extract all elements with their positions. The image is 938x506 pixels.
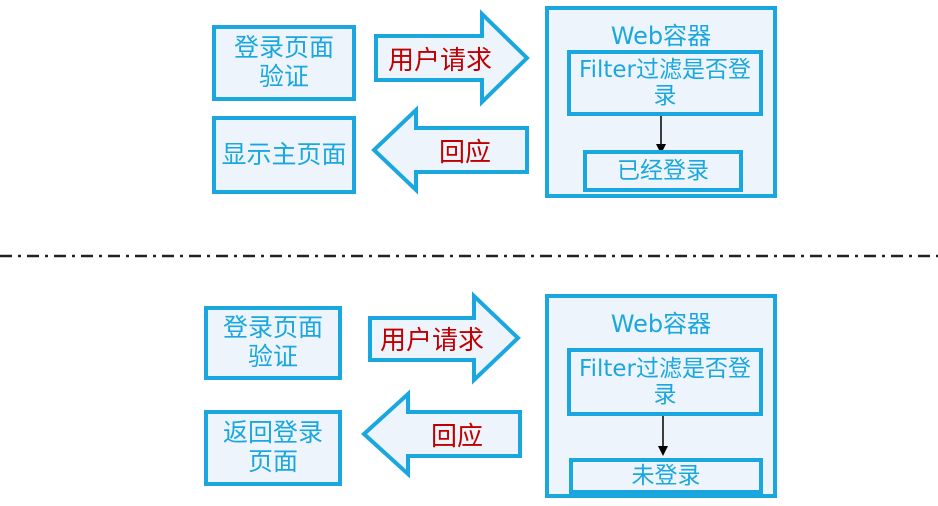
return-login-page-label: 返回登录 页面	[222, 418, 323, 476]
web-container-title: Web容器	[610, 310, 712, 338]
login-validation-box: 登录页面 验证	[204, 306, 342, 380]
response-arrow-shape	[361, 389, 522, 479]
login-validation-box: 登录页面 验证	[212, 25, 356, 101]
not-logged-in-box: 未登录	[569, 458, 763, 494]
not-logged-in-label: 未登录	[631, 462, 701, 489]
web-container: Web容器 Filter过滤是否登录 未登录	[545, 294, 777, 498]
filter-box-label: Filter过滤是否登录	[579, 355, 751, 408]
filter-box: Filter过滤是否登录	[567, 348, 763, 416]
filter-down-arrow	[656, 116, 666, 154]
response-arrow-label: 回应	[430, 421, 483, 452]
request-arrow-label: 用户请求	[387, 45, 492, 76]
request-arrow	[374, 9, 530, 107]
login-validation-label: 登录页面 验证	[222, 313, 323, 371]
logged-in-box: 已经登录	[583, 150, 743, 192]
web-container-title: Web容器	[610, 22, 712, 50]
top-scenario: 登录页面 验证 显示主页面 用户请求 回应 Web容器 Filter过滤是否登录…	[0, 0, 938, 250]
response-arrow-shape	[371, 105, 529, 195]
filter-down-arrow	[658, 416, 668, 456]
response-arrow	[361, 389, 522, 479]
response-arrow	[371, 105, 529, 195]
web-container: Web容器 Filter过滤是否登录 已经登录	[545, 6, 777, 198]
filter-box: Filter过滤是否登录	[567, 50, 763, 116]
filter-box-label: Filter过滤是否登录	[579, 56, 751, 109]
request-arrow-shape	[374, 9, 530, 107]
request-arrow	[368, 291, 521, 385]
request-arrow-shape	[368, 291, 521, 385]
login-validation-label: 登录页面 验证	[233, 33, 334, 91]
request-arrow-label: 用户请求	[379, 325, 484, 356]
response-arrow-label: 回应	[438, 137, 491, 168]
show-main-page-box: 显示主页面	[212, 116, 356, 194]
dash-dot-divider	[0, 254, 938, 258]
show-main-page-label: 显示主页面	[221, 139, 347, 169]
return-login-page-box: 返回登录 页面	[204, 410, 342, 486]
bottom-scenario: 登录页面 验证 返回登录 页面 用户请求 回应 Web容器 Filter过滤是否…	[0, 256, 938, 506]
logged-in-label: 已经登录	[617, 157, 709, 184]
